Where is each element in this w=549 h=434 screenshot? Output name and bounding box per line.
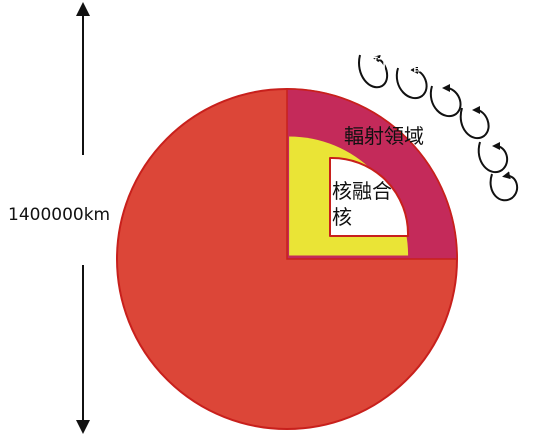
convection-loop-3 xyxy=(429,84,462,117)
convection-loop-1 xyxy=(358,54,389,89)
radiative-zone-label: 輻射領域 xyxy=(344,124,424,148)
core-label-line1: 核融合 xyxy=(332,179,392,203)
convection-zone-label: 対流層 xyxy=(368,51,428,75)
fusion-core xyxy=(329,156,410,237)
convection-loop-2 xyxy=(395,66,428,99)
convection-loop-6 xyxy=(489,171,519,202)
convection-loop-4 xyxy=(459,106,490,139)
diameter-label: 1400000km xyxy=(8,205,110,225)
convection-loop-5 xyxy=(477,141,509,173)
core-label-line2: 核 xyxy=(332,205,352,229)
convection-loops xyxy=(358,54,519,202)
